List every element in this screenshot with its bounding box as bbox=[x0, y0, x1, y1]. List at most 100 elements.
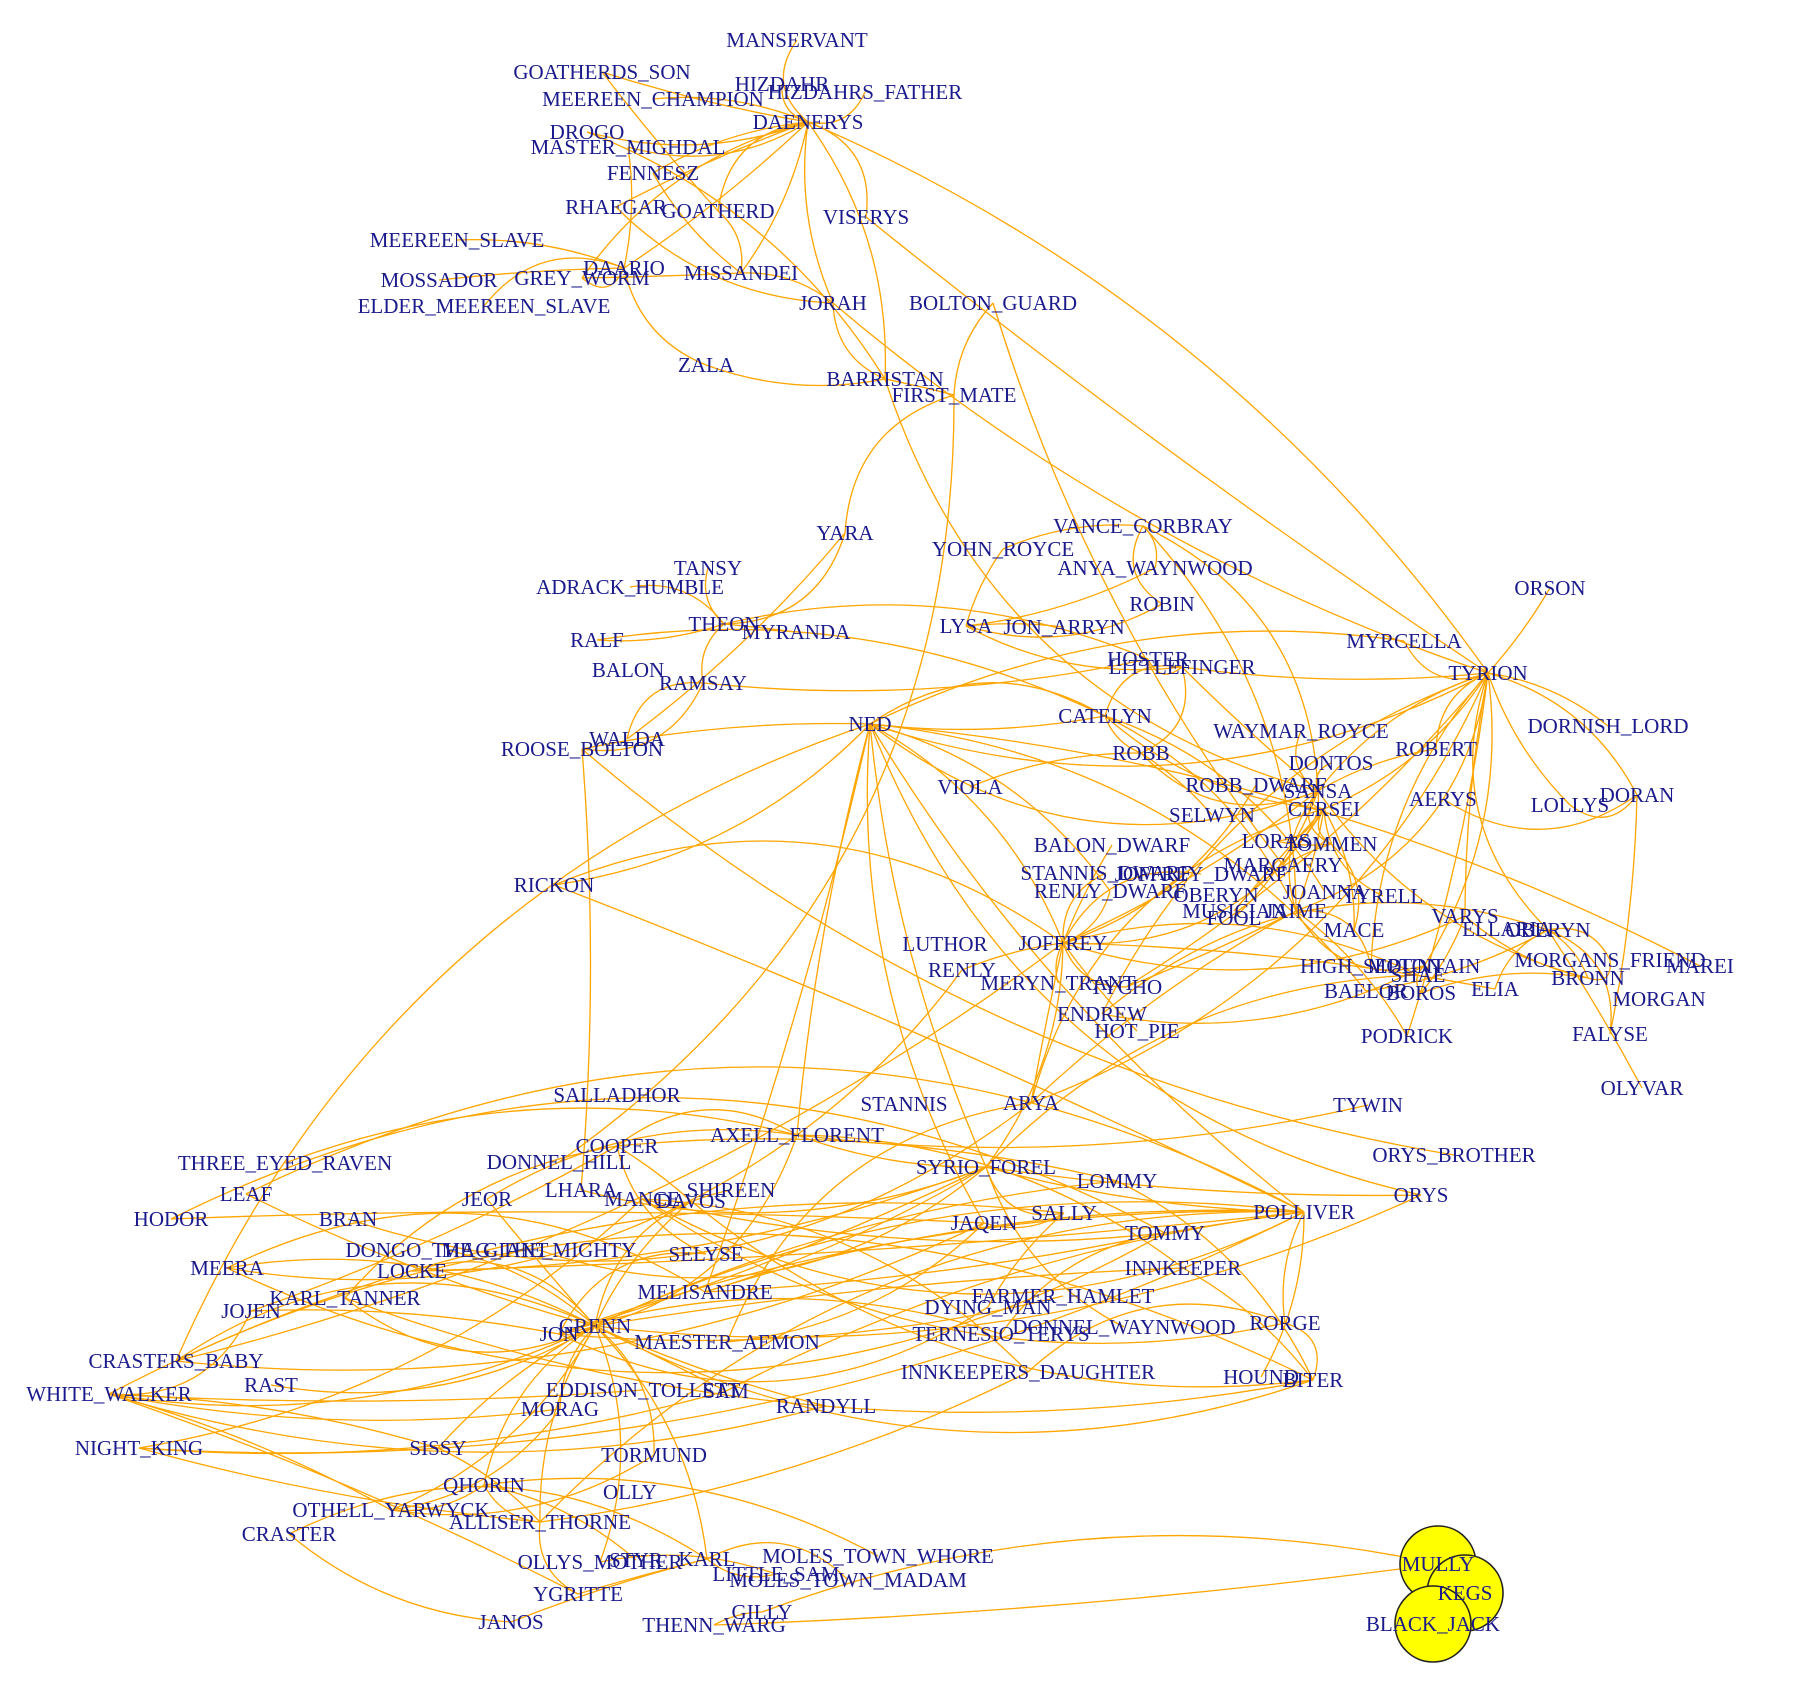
node-label-lysa: LYSA bbox=[940, 614, 994, 638]
graph-edge bbox=[558, 394, 955, 1163]
node-label-dongo-the-giant: DONGO_THE_GIANT bbox=[346, 1238, 549, 1262]
node-label-innkeepers-daughter: INNKEEPERS_DAUGHTER bbox=[901, 1360, 1155, 1384]
node-label-meereen-champion: MEEREEN_CHAMPION bbox=[542, 87, 764, 111]
node-label-yohn-royce: YOHN_ROYCE bbox=[932, 537, 1074, 561]
node-label-morgan: MORGAN bbox=[1612, 987, 1705, 1011]
graph-edge bbox=[985, 1166, 1422, 1197]
node-label-drogo: DROGO bbox=[550, 120, 625, 144]
graph-edge bbox=[1317, 748, 1437, 792]
graph-edge bbox=[599, 1554, 777, 1575]
node-label-myrcella: MYRCELLA bbox=[1346, 629, 1462, 653]
graph-edge bbox=[1104, 665, 1183, 717]
graph-edge bbox=[1288, 790, 1319, 912]
graph-edge bbox=[344, 1297, 1314, 1413]
node-label-myranda: MYRANDA bbox=[742, 620, 851, 644]
node-label-selyse: SELYSE bbox=[669, 1242, 744, 1266]
node-label-locke: LOCKE bbox=[377, 1259, 447, 1283]
graph-edge bbox=[869, 715, 1106, 731]
graph-edge bbox=[108, 1393, 439, 1449]
node-label-selwyn: SELWYN bbox=[1169, 803, 1255, 827]
node-label-grey-worm: GREY_WORM bbox=[514, 266, 650, 290]
graph-edge bbox=[641, 1198, 1305, 1295]
graph-edge bbox=[581, 682, 704, 752]
graph-edge bbox=[1420, 972, 1589, 994]
graph-edge bbox=[288, 1486, 708, 1560]
graph-edge bbox=[438, 267, 625, 281]
graph-edge bbox=[1002, 524, 1144, 550]
node-label-jaqen: JAQEN bbox=[951, 1211, 1018, 1235]
node-label-meera: MEERA bbox=[190, 1256, 264, 1280]
graph-edge bbox=[616, 1138, 1118, 1182]
node-label-mossador: MOSSADOR bbox=[381, 268, 498, 292]
node-label-innkeeper: INNKEEPER bbox=[1125, 1256, 1242, 1280]
graph-edge bbox=[796, 969, 963, 1136]
node-label-endrew: ENDREW bbox=[1057, 1002, 1147, 1026]
graph-edge bbox=[796, 1134, 987, 1168]
graph-edge bbox=[594, 1325, 1314, 1434]
node-label-varys: VARYS bbox=[1431, 904, 1498, 928]
graph-edge bbox=[1464, 915, 1589, 979]
graph-edge bbox=[344, 1145, 618, 1299]
graph-edge bbox=[250, 1309, 560, 1335]
node-label-biter: BITER bbox=[1283, 1368, 1344, 1392]
node-label-margaery: MARGAERY bbox=[1223, 853, 1342, 877]
graph-edge bbox=[596, 628, 1106, 717]
node-label-renly: RENLY bbox=[928, 958, 996, 982]
node-label-dornish-lord: DORNISH_LORD bbox=[1527, 714, 1688, 738]
node-label-luthor: LUTHOR bbox=[902, 932, 987, 956]
node-label-walda: WALDA bbox=[589, 727, 666, 751]
graph-edge bbox=[1295, 730, 1319, 792]
node-label-rickon: RICKON bbox=[514, 873, 595, 897]
node-label-bronn: BRONN bbox=[1551, 966, 1625, 990]
graph-edge bbox=[965, 548, 1004, 627]
graph-edge bbox=[1030, 942, 1064, 1104]
graph-edge bbox=[723, 604, 1149, 660]
graph-edge bbox=[1062, 942, 1496, 990]
graph-edge bbox=[832, 302, 886, 380]
graph-edge bbox=[1275, 840, 1332, 846]
graph-edge bbox=[390, 1484, 485, 1512]
graph-edge bbox=[725, 1211, 1305, 1392]
node-label-melisandre: MELISANDRE bbox=[637, 1280, 772, 1304]
node-label-orys: ORYS bbox=[1394, 1183, 1449, 1207]
graph-edge bbox=[983, 1212, 1065, 1229]
graph-edge bbox=[869, 723, 1422, 1196]
graph-edge bbox=[108, 1325, 596, 1407]
node-label-sally: SALLY bbox=[1031, 1201, 1097, 1225]
graph-edge bbox=[594, 1325, 708, 1560]
graph-edge bbox=[108, 1232, 1314, 1395]
node-label-mace: MACE bbox=[1324, 918, 1385, 942]
node-label-tansy: TANSY bbox=[674, 556, 742, 580]
node-label-elder-meereen-slave: ELDER_MEEREEN_SLAVE bbox=[358, 294, 611, 318]
graph-edge bbox=[953, 302, 994, 396]
graph-edge bbox=[690, 1200, 1314, 1388]
graph-edge bbox=[138, 1198, 643, 1449]
node-label-stannis: STANNIS bbox=[861, 1092, 948, 1116]
node-label-boros: BOROS bbox=[1386, 981, 1456, 1005]
graph-edge bbox=[1181, 666, 1319, 792]
node-label-ollys-mother: OLLYS_MOTHER bbox=[518, 1550, 683, 1574]
graph-edge bbox=[761, 1534, 1439, 1613]
node-label-othell-yarwyck: OTHELL_YARWYCK bbox=[292, 1498, 489, 1522]
graph-edge bbox=[594, 1267, 1184, 1327]
graph-edge bbox=[702, 658, 1149, 692]
node-label-littlefinger: LITTLEFINGER bbox=[1109, 655, 1256, 679]
graph-edge bbox=[1030, 808, 1325, 1104]
node-label-tycho: TYCHO bbox=[1090, 975, 1162, 999]
graph-edge bbox=[1370, 672, 1489, 967]
node-label-night-king: NIGHT_KING bbox=[75, 1436, 203, 1460]
node-label-kegs: KEGS bbox=[1438, 1581, 1493, 1605]
node-label-polliver: POLLIVER bbox=[1253, 1200, 1355, 1224]
graph-edge bbox=[1406, 672, 1489, 1037]
node-label-oberyn: OBERYN bbox=[1505, 918, 1590, 942]
graph-edge bbox=[1101, 965, 1425, 1024]
graph-edge bbox=[390, 1454, 655, 1516]
node-label-farmer-hamlet: FARMER_HAMLET bbox=[972, 1284, 1155, 1308]
node-label-olyvar: OLYVAR bbox=[1601, 1076, 1684, 1100]
node-label-master-mighdal: MASTER_MIGHDAL bbox=[531, 135, 726, 159]
node-label-goatherd: GOATHERD bbox=[661, 199, 774, 223]
graph-edge bbox=[1365, 929, 1549, 992]
graph-edge bbox=[1547, 929, 1643, 1089]
graph-edge bbox=[713, 1611, 763, 1626]
